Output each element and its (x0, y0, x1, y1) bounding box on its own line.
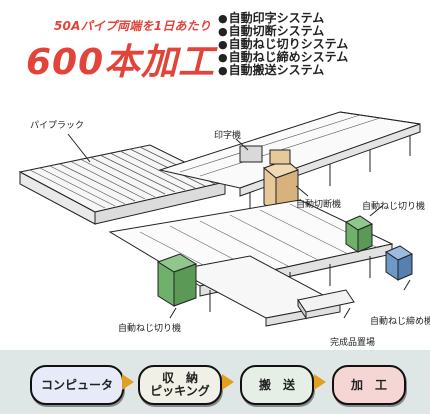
flow-step-transport: 搬 送 (240, 365, 314, 405)
flow-step-label: ピッキング (150, 384, 210, 398)
flow-arrow-icon (122, 374, 134, 390)
feature-item: 自動印字システム (218, 12, 348, 25)
label-pipe-rack: パイプラック (30, 121, 85, 131)
flow-step-processing: 加 工 (332, 365, 406, 405)
label-printer: 印字機 (214, 131, 242, 141)
flow-step-label: 搬 送 (258, 377, 295, 392)
printer-machine (235, 138, 263, 163)
feature-item: 自動ねじ切りシステム (218, 38, 349, 51)
flow-step-computer: コンピュータ (30, 365, 124, 405)
flow-step-label: 加 工 (350, 377, 387, 392)
threader-machine-left (156, 253, 198, 319)
storage-tray (297, 289, 355, 320)
flow-step-label: 収 納 (161, 371, 198, 385)
header-subtitle: 50Aパイプ両端を1日あたり (54, 19, 212, 33)
pipe-rack (18, 133, 227, 225)
feature-item: 自動切断システム (218, 25, 348, 38)
label-tightener: 自動ねじ締め機 (370, 317, 430, 327)
label-cutter: 自動切断機 (296, 200, 342, 210)
header-title: 600本加工 (26, 42, 216, 83)
threader-machine-right (344, 205, 383, 253)
flow-arrow-icon (222, 374, 234, 390)
feature-item: 自動搬送システム (218, 64, 348, 77)
label-threader-right: 自動ねじ切り機 (362, 202, 426, 212)
feature-list: 自動印字システム 自動切断システム 自動ねじ切りシステム 自動ねじ締めシステム … (218, 12, 349, 77)
label-threader-left: 自動ねじ切り機 (118, 324, 182, 334)
flow-step-storage-picking: 収 納 ピッキング (138, 365, 222, 405)
production-line-illustration (18, 111, 421, 327)
process-flow: コンピュータ 収 納 ピッキング 搬 送 加 工 (0, 350, 430, 414)
feature-item: 自動ねじ締めシステム (218, 51, 349, 64)
flow-step-label: コンピュータ (40, 377, 113, 392)
label-storage: 完成品置場 (330, 338, 376, 348)
tightener-machine (384, 245, 414, 291)
flow-arrow-icon (314, 374, 326, 390)
